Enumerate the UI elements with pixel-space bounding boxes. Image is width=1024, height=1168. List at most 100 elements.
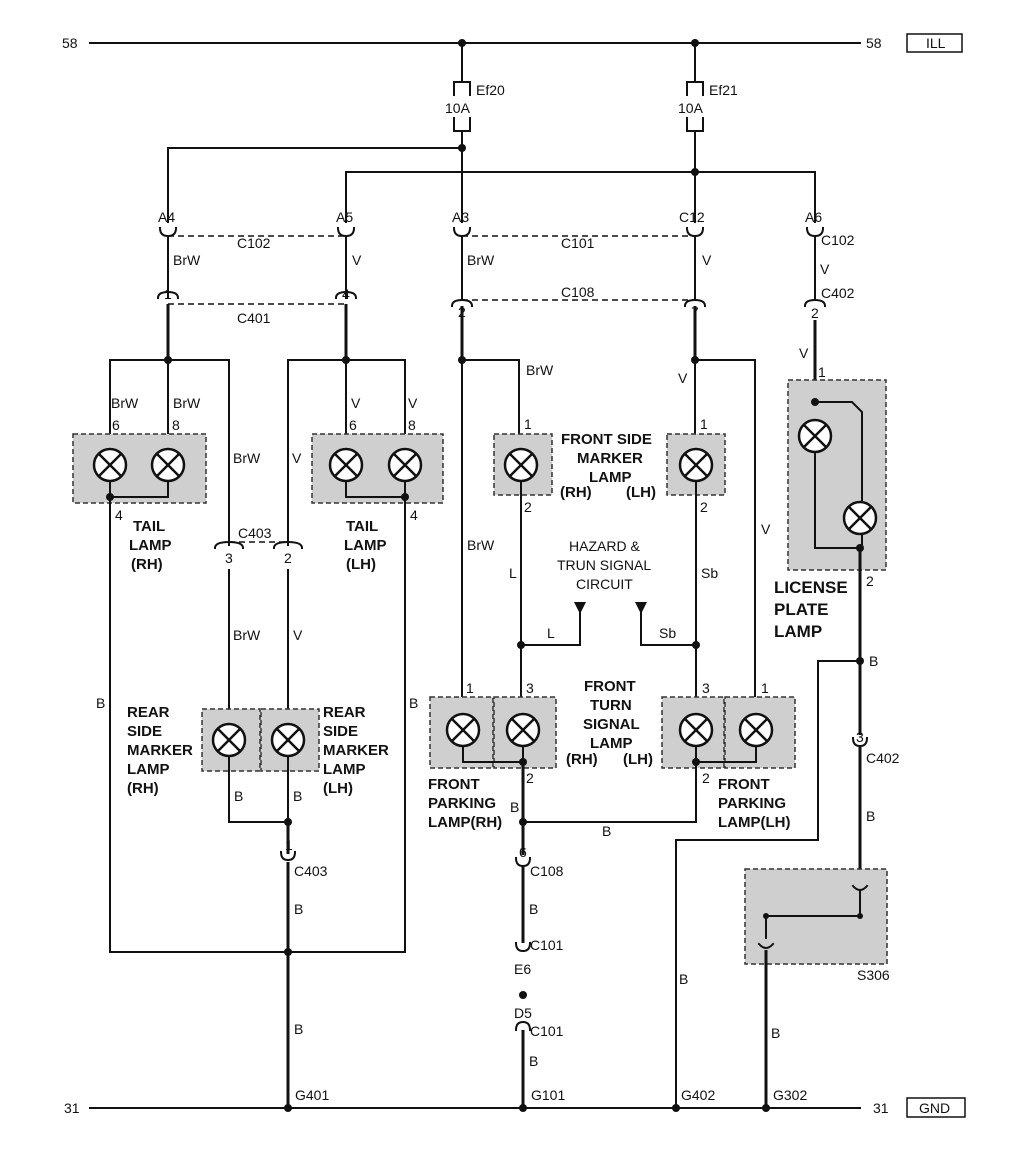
rail-58-left: 58: [62, 35, 78, 51]
gnd-tag: GND: [919, 1100, 950, 1116]
tail-lamp-labels: TAIL LAMP (RH) TAIL LAMP (LH): [129, 518, 387, 573]
front-turn-l3: SIGNAL: [583, 716, 640, 733]
license-l3: LAMP: [774, 622, 822, 641]
pin-1-c403: 1: [285, 837, 293, 853]
front-turn-l2: TURN: [590, 697, 632, 714]
wire-b-c402: B: [866, 808, 875, 824]
pin-8b: 8: [408, 417, 416, 433]
wire-b-g402: B: [679, 971, 688, 987]
wire-v-lp: V: [799, 345, 809, 361]
wire-v-t1: V: [351, 395, 361, 411]
conn-c102: C102: [237, 235, 271, 251]
front-turn-lh: (LH): [623, 751, 653, 768]
wire-brw-fs: BrW: [526, 362, 554, 378]
wire-brw-fp: BrW: [467, 537, 495, 553]
front-turn-l4: LAMP: [590, 735, 633, 752]
parking-lh-l1: FRONT: [718, 776, 770, 793]
ground-g401: G401: [295, 1087, 329, 1103]
gnd-tag-box: [906, 1097, 966, 1118]
wire-b2: B: [409, 695, 418, 711]
conn-c101b: C101: [530, 937, 564, 953]
distribution-wires: [167, 144, 816, 223]
rear-side-marker-lh-bulb: [270, 722, 306, 758]
front-ground-wiring: B B 6 C108 B C101 E6 D5 C101 B: [510, 761, 697, 1108]
tail-rh-l3: (RH): [131, 556, 163, 573]
wire-b4: B: [293, 788, 302, 804]
pin-3-c402: 3: [856, 729, 864, 745]
hazard-l3: CIRCUIT: [576, 576, 633, 592]
front-turn-l1: FRONT: [584, 678, 636, 695]
front-turn-parking-lamps: 1 3 3 1 2 2 FRONT TURN SIGNAL LAMP (RH) …: [428, 678, 796, 831]
wire-b3: B: [234, 788, 243, 804]
front-lamp-wiring: BrW BrW V V: [458, 306, 771, 708]
wire-v-t3: V: [292, 450, 302, 466]
wire-b-c108: B: [529, 901, 538, 917]
pin-2-pb: 2: [702, 770, 710, 786]
pin-2-fb: 2: [700, 499, 708, 515]
wire-brw-t2: BrW: [173, 395, 201, 411]
front-turn-rh: (RH): [566, 751, 598, 768]
wire-b-g302: B: [771, 1025, 780, 1041]
wire-brw1: BrW: [173, 252, 201, 268]
ground-g402: G402: [681, 1087, 715, 1103]
tail-lamp-lh-bulb-2: [387, 447, 423, 483]
conn-c402b: C402: [866, 750, 900, 766]
tail-rh-l1: TAIL: [133, 518, 165, 535]
turn-signal-wiring: L L Sb Sb HAZARD & TRUN SIGNAL CIRCUIT: [509, 480, 718, 708]
fuse-ef20: Ef20 10A: [445, 42, 505, 149]
front-side-marker-rh-bulb: [503, 447, 539, 483]
rear-side-marker-labels: REAR SIDE MARKER LAMP (RH) REAR SIDE MAR…: [127, 704, 389, 797]
connector-row-2: 1 4 2 7 2 C401 C108 C402: [156, 284, 855, 326]
rsm-rh-4: LAMP: [127, 761, 170, 778]
front-parking-lh-bulb: [738, 712, 774, 748]
tail-lh-l2: LAMP: [344, 537, 387, 554]
rsm-rh-2: SIDE: [127, 723, 162, 740]
wire-l1: L: [509, 565, 517, 581]
wires-row1-row2: BrW V BrW V V: [167, 235, 830, 299]
ground-g101: G101: [531, 1087, 565, 1103]
wire-b-g401: B: [294, 1021, 303, 1037]
front-side-l2: MARKER: [577, 450, 643, 467]
rail-31-left: 31: [64, 1100, 80, 1116]
conn-c403: C403: [238, 525, 272, 541]
pin-2-lp: 2: [866, 573, 874, 589]
rsm-rh-1: REAR: [127, 704, 170, 721]
front-side-l3: LAMP: [589, 469, 632, 486]
conn-e6: E6: [514, 961, 531, 977]
conn-d5: D5: [514, 1005, 532, 1021]
pin-4a: 4: [115, 507, 123, 523]
pin-6a: 6: [112, 417, 120, 433]
top-power-rail: 58 58 ILL: [62, 33, 963, 53]
pin-1-fa: 1: [524, 416, 532, 432]
conn-a5: A5: [336, 209, 353, 225]
pin-3-pb: 3: [702, 680, 710, 696]
pin-3-pa: 3: [526, 680, 534, 696]
wire-l2: L: [547, 625, 555, 641]
wire-brw2: BrW: [467, 252, 495, 268]
rsm-lh-5: (LH): [323, 780, 353, 797]
conn-c12: C12: [679, 209, 705, 225]
hazard-l2: TRUN SIGNAL: [557, 557, 651, 573]
fuse-ef21: Ef21 10A: [678, 42, 738, 173]
fuse-ef21-rating: 10A: [678, 100, 704, 116]
tail-lamp-rh-bulb-1: [92, 447, 128, 483]
tail-lamp-rh: 4: [72, 433, 207, 523]
rsm-rh-3: MARKER: [127, 742, 193, 759]
license-lamp-bulb-1: [797, 418, 833, 454]
pin-8a: 8: [172, 417, 180, 433]
rear-side-marker-rh-bulb: [211, 722, 247, 758]
rear-ground-wiring: B B 1 C403 B B: [96, 496, 418, 1108]
wire-v3: V: [820, 261, 830, 277]
parking-lh-l3: LAMP(LH): [718, 814, 790, 831]
ground-g302: G302: [773, 1087, 807, 1103]
rear-side-marker-wiring: C403 3 2 BrW V: [213, 525, 304, 725]
rail-58-right: 58: [866, 35, 882, 51]
conn-c402: C402: [821, 285, 855, 301]
wire-v-r: V: [293, 627, 303, 643]
front-side-marker-lamps: 1 1 2 2 FRONT SIDE MARKER LAMP (RH) (LH): [493, 416, 726, 515]
conn-c102b: C102: [821, 232, 855, 248]
conn-a3: A3: [452, 209, 469, 225]
pin-1: 1: [164, 286, 172, 302]
front-turn-lh-bulb: [678, 712, 714, 748]
wire-v-fs: V: [678, 370, 688, 386]
